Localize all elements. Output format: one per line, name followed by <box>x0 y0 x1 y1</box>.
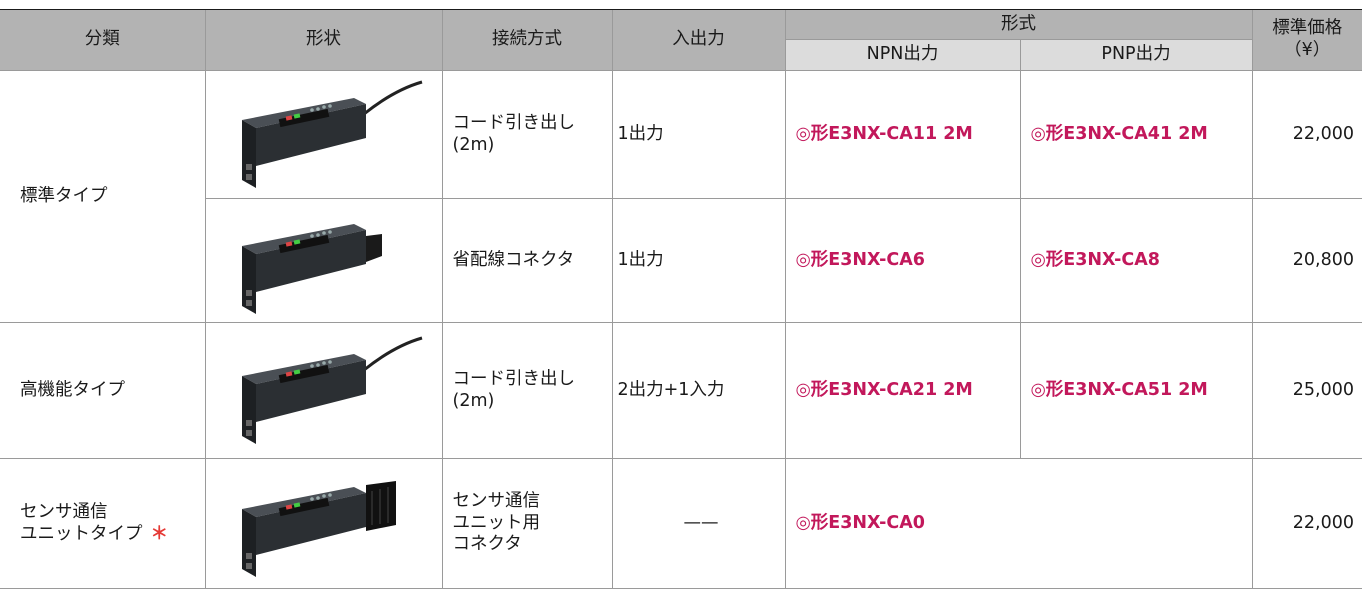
price-cell: 22,000 <box>1251 70 1362 199</box>
product-table: 分類 形状 接続方式 入出力 形式 標準価格 （¥） NPN出力 PNP出力 標… <box>0 10 1362 589</box>
connection-cell: 省配線コネクタ <box>441 198 613 323</box>
connection-cell: コード引き出し (2m) <box>441 70 613 199</box>
header-npn: NPN出力 <box>785 39 1021 71</box>
header-category: 分類 <box>0 10 206 71</box>
pnp-model-cell: ◎形E3NX-CA41 2M <box>1019 70 1253 199</box>
npn-model-cell: ◎形E3NX-CA11 2M <box>784 70 1021 199</box>
amplifier-with-comm-connector-image <box>241 480 396 577</box>
price-cell: 22,000 <box>1251 458 1362 589</box>
category-standard: 標準タイプ <box>0 70 206 323</box>
price-cell: 25,000 <box>1251 322 1362 459</box>
model-npn: ◎形E3NX-CA6 <box>795 249 925 270</box>
category-comm-unit: センサ通信 ユニットタイプ ＊ <box>0 458 206 589</box>
header-price-line1: 標準価格 <box>1272 18 1343 39</box>
table-row: 標準タイプ コード引き出し (2m) 1出力 ◎形E3NX-CA11 2M <box>0 70 1362 323</box>
asterisk-icon: ＊ <box>150 523 169 544</box>
category-comm-line1: センサ通信 <box>20 501 108 522</box>
product-image-cell <box>204 70 443 199</box>
amplifier-with-cable-image <box>241 336 422 444</box>
header-model: 形式 <box>784 10 1253 40</box>
model-pnp: ◎形E3NX-CA41 2M <box>1030 123 1208 144</box>
header-price-line2: （¥） <box>1284 40 1331 60</box>
header-io: 入出力 <box>611 10 786 71</box>
io-dash: —— <box>683 512 719 533</box>
price-cell: 20,800 <box>1251 198 1362 323</box>
product-image-cell <box>205 198 443 323</box>
table-row: 省配線コネクタ 1出力 ◎形E3NX-CA6 ◎形E3NX-CA8 20,800 <box>0 198 1362 323</box>
io-cell: 1出力 <box>611 198 786 323</box>
header-shape: 形状 <box>204 10 443 71</box>
table-row: センサ通信 ユニットタイプ ＊ <box>0 458 1362 589</box>
io-cell: —— <box>611 458 786 589</box>
connection-cell: センサ通信 ユニット用 コネクタ <box>441 458 613 589</box>
io-cell: 1出力 <box>611 70 786 199</box>
table-row: 高機能タイプ コード引き出し (2m) 2出力+1入力 ◎形E3NX-CA21 <box>0 322 1362 459</box>
amplifier-with-cable-image <box>241 80 422 188</box>
model-npn: ◎形E3NX-CA11 2M <box>795 123 973 144</box>
product-image-cell <box>204 322 443 459</box>
header-price: 標準価格 （¥） <box>1251 10 1362 71</box>
connection-cell: コード引き出し (2m) <box>441 322 613 459</box>
npn-model-cell: ◎形E3NX-CA6 <box>784 198 1021 323</box>
model-cell: ◎形E3NX-CA0 <box>784 458 1253 589</box>
npn-model-cell: ◎形E3NX-CA21 2M <box>784 322 1021 459</box>
model-npn: ◎形E3NX-CA21 2M <box>795 379 973 400</box>
header-connection: 接続方式 <box>441 10 613 71</box>
category-advanced: 高機能タイプ <box>0 322 206 459</box>
model-pnp: ◎形E3NX-CA8 <box>1030 249 1160 270</box>
pnp-model-cell: ◎形E3NX-CA51 2M <box>1019 322 1253 459</box>
amplifier-with-connector-image <box>241 223 382 314</box>
product-image-cell <box>204 458 443 589</box>
category-comm-line2: ユニットタイプ <box>20 523 143 544</box>
pnp-model-cell: ◎形E3NX-CA8 <box>1019 198 1253 323</box>
io-cell: 2出力+1入力 <box>611 322 786 459</box>
header-row-1: 分類 形状 接続方式 入出力 形式 標準価格 （¥） <box>0 10 1362 71</box>
header-pnp: PNP出力 <box>1019 39 1252 71</box>
model-pnp: ◎形E3NX-CA51 2M <box>1030 379 1208 400</box>
model-common: ◎形E3NX-CA0 <box>795 512 925 533</box>
